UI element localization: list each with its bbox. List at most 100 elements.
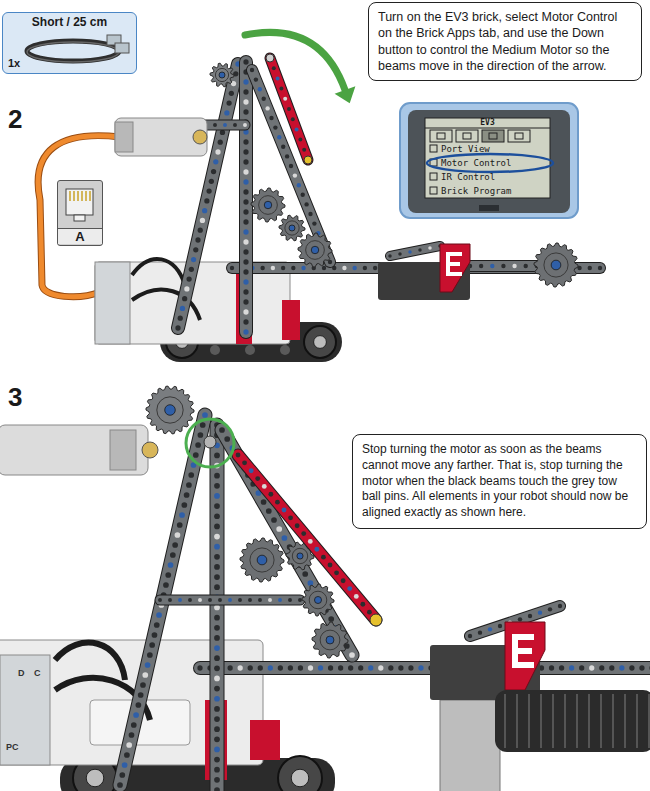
beam-hole [184,286,189,291]
beam-hole [178,598,182,602]
tread [528,694,530,748]
beam-hole [258,665,263,670]
beam-hole [195,237,200,242]
beam-hole [177,522,183,528]
beam-hole [418,248,422,252]
beam-hole [172,542,178,548]
gear-hub [314,596,321,603]
beam-hole [478,630,482,634]
beam-hole [214,524,220,530]
brick-side [95,262,130,344]
beam-hole [360,602,365,607]
beam-hole [175,532,181,538]
beam-hole [206,188,211,193]
motor-cap [115,122,133,152]
beam-hole [214,645,220,651]
beam-hole [501,264,505,268]
beam-hole [180,306,185,311]
beam-hole [308,665,313,670]
beam-hole [214,574,220,580]
node-text: EV3 [425,118,550,127]
node-text: Short / 25 cm [3,15,136,29]
beam-hole [328,616,334,622]
beam-hole [288,598,292,602]
beam-hole [569,665,574,670]
tread [564,694,566,748]
beam-hole [243,59,248,64]
beam-hole [258,598,262,602]
node-text: Stop turning the motor as soon as the be… [362,442,637,521]
tab-icon [430,130,452,142]
tab-icon [482,130,504,142]
beam-hole [288,665,293,670]
beam-hole [328,563,333,568]
beam-hole [243,299,248,304]
beam-hole [468,634,472,638]
beam [200,662,650,674]
beam-hole [282,508,287,513]
beam-hole [249,468,254,473]
beam-hole [214,655,220,661]
beam-hole [149,642,155,648]
beam-hole [272,66,276,70]
beam-hole [243,259,248,264]
beam-outline [160,595,300,606]
lcd [425,118,550,198]
beam-hole [281,145,285,149]
gear-hub [297,553,303,559]
beam-hole [214,534,220,540]
beam-hole [243,309,248,314]
tab-glyph [437,133,445,139]
beam-hole [528,614,532,618]
jack-latch [74,215,85,221]
motor-axle [142,442,158,458]
beam-hole [213,123,217,127]
beam-hole [262,97,266,101]
beam-hole [297,183,301,187]
beam-hole [243,123,247,127]
beam-hole [273,125,277,129]
beam-hole [352,266,356,270]
cable-shade [27,42,119,62]
gear-ring [157,397,183,423]
beam-hole [588,266,592,270]
beam-hole [266,508,272,514]
beam-hole [243,139,248,144]
beam-hole [200,218,205,223]
beam-hole [198,228,203,233]
track-roller [210,345,220,355]
beam-hole [255,476,260,481]
beam-hole [518,617,522,621]
beam-hole [248,598,252,602]
gear-ring [250,548,274,572]
jack-pin [85,191,87,201]
beam-hole [639,665,644,670]
red-frame [282,300,300,340]
beam-hole [198,432,204,438]
beam-hole [248,665,253,670]
beam-hole [243,89,248,94]
beam-hole [265,106,269,110]
wheel [304,326,336,358]
menu-icon [430,145,437,152]
beam-hole [287,107,291,111]
beam-hole [342,266,346,270]
beam-hole [598,266,602,270]
beam-hole [512,264,516,268]
beam-hole [224,110,229,115]
beam-outline [200,661,650,675]
beam-hole [291,266,295,270]
beam-hole [302,148,306,152]
yellow-pin [370,614,382,626]
beam-hole [214,554,220,560]
beam [211,425,224,790]
beam-hole [619,665,624,670]
beam-outline [270,58,308,160]
beam-hole [145,662,151,668]
instruction-box: Short / 25 cm1x [2,12,137,74]
beam-outline [205,120,245,131]
beam-outline [178,64,238,328]
gear [251,188,285,222]
wheel-hub [86,769,104,787]
